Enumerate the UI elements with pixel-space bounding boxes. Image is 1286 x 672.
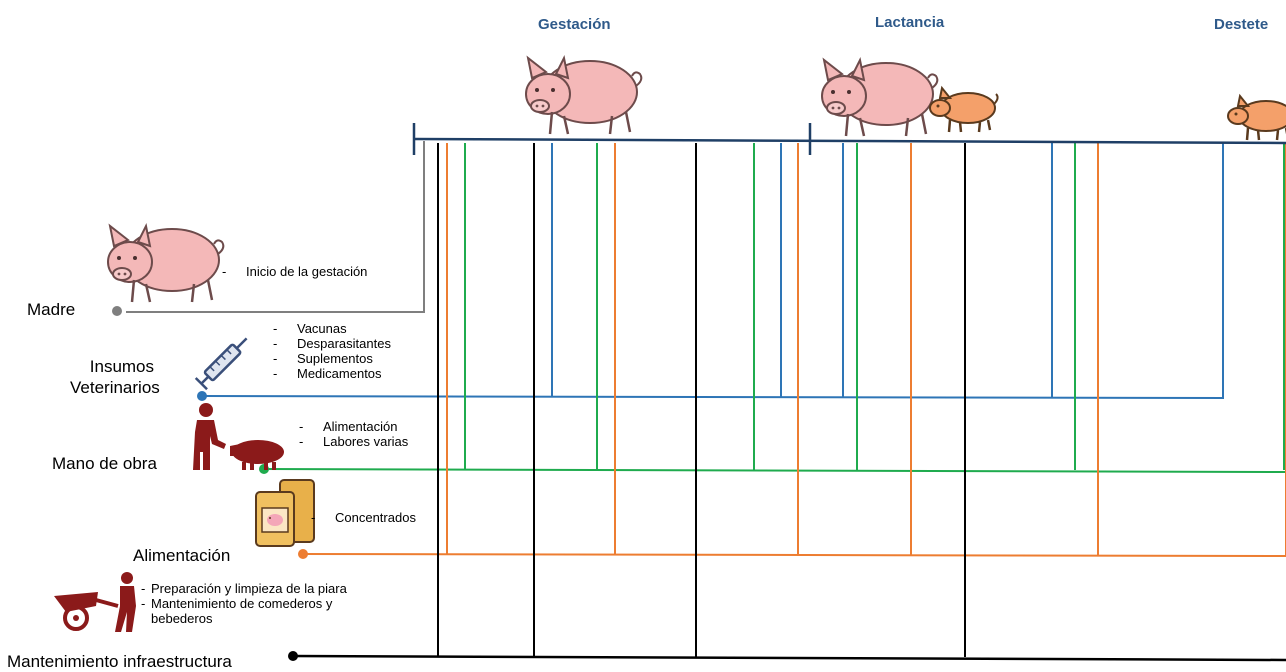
mantenimiento-connector [290, 654, 1286, 662]
mantenimiento-dot [288, 651, 298, 661]
timeline [412, 123, 1286, 155]
list-item: Desparasitantes [273, 336, 391, 351]
items-mantenimiento: Preparación y limpieza de la piara Mante… [141, 581, 381, 626]
connector-lines [126, 141, 1286, 662]
list-item: Mantenimiento de comederos y bebederos [141, 596, 381, 626]
syringe-icon [194, 337, 248, 391]
sow-icon [106, 224, 225, 304]
piglet-icon [928, 86, 999, 134]
items-madre: Inicio de la gestación [222, 264, 367, 279]
insumos-connector [203, 394, 1225, 400]
list-item: Suplementos [273, 351, 391, 366]
feed-bags-icon [255, 479, 315, 547]
list-item: Alimentación [299, 419, 408, 434]
insumos-dot [197, 391, 207, 401]
items-insumos: Vacunas Desparasitantes Suplementos Medi… [273, 321, 391, 381]
piglet-icon [1226, 94, 1286, 142]
phase-label-lactancia: Lactancia [875, 14, 945, 31]
category-alimentacion: Alimentación [133, 546, 231, 565]
madre-dot [112, 306, 122, 316]
items-alimentacion: Concentrados [311, 510, 416, 525]
category-mano-obra: Mano de obra [52, 454, 157, 473]
category-insumos: Insumos Veterinarios [70, 356, 160, 398]
list-item: Inicio de la gestación [222, 264, 367, 279]
mano-obra-connector [263, 467, 1286, 474]
category-insumos-line2: Veterinarios [70, 378, 160, 397]
phase-label-gestacion: Gestación [538, 16, 611, 33]
farmer-feeding-pig-icon [193, 403, 284, 470]
sow-icon [524, 56, 643, 136]
list-item: Vacunas [273, 321, 391, 336]
list-item: Concentrados [311, 510, 416, 525]
phase-label-destete: Destete [1214, 16, 1269, 33]
sow-icon [820, 58, 939, 138]
alimentacion-connector [301, 552, 1286, 558]
timeline-axis [413, 137, 1286, 145]
worker-wheelbarrow-icon [54, 572, 136, 632]
category-madre: Madre [27, 300, 76, 319]
list-item: Labores varias [299, 434, 408, 449]
items-mano-obra: Alimentación Labores varias [299, 419, 408, 449]
category-mantenimiento: Mantenimiento infraestructura [7, 652, 232, 671]
category-insumos-line1: Insumos [89, 357, 155, 376]
alimentacion-dot [298, 549, 308, 559]
list-item: Preparación y limpieza de la piara [141, 581, 381, 596]
list-item: Medicamentos [273, 366, 391, 381]
